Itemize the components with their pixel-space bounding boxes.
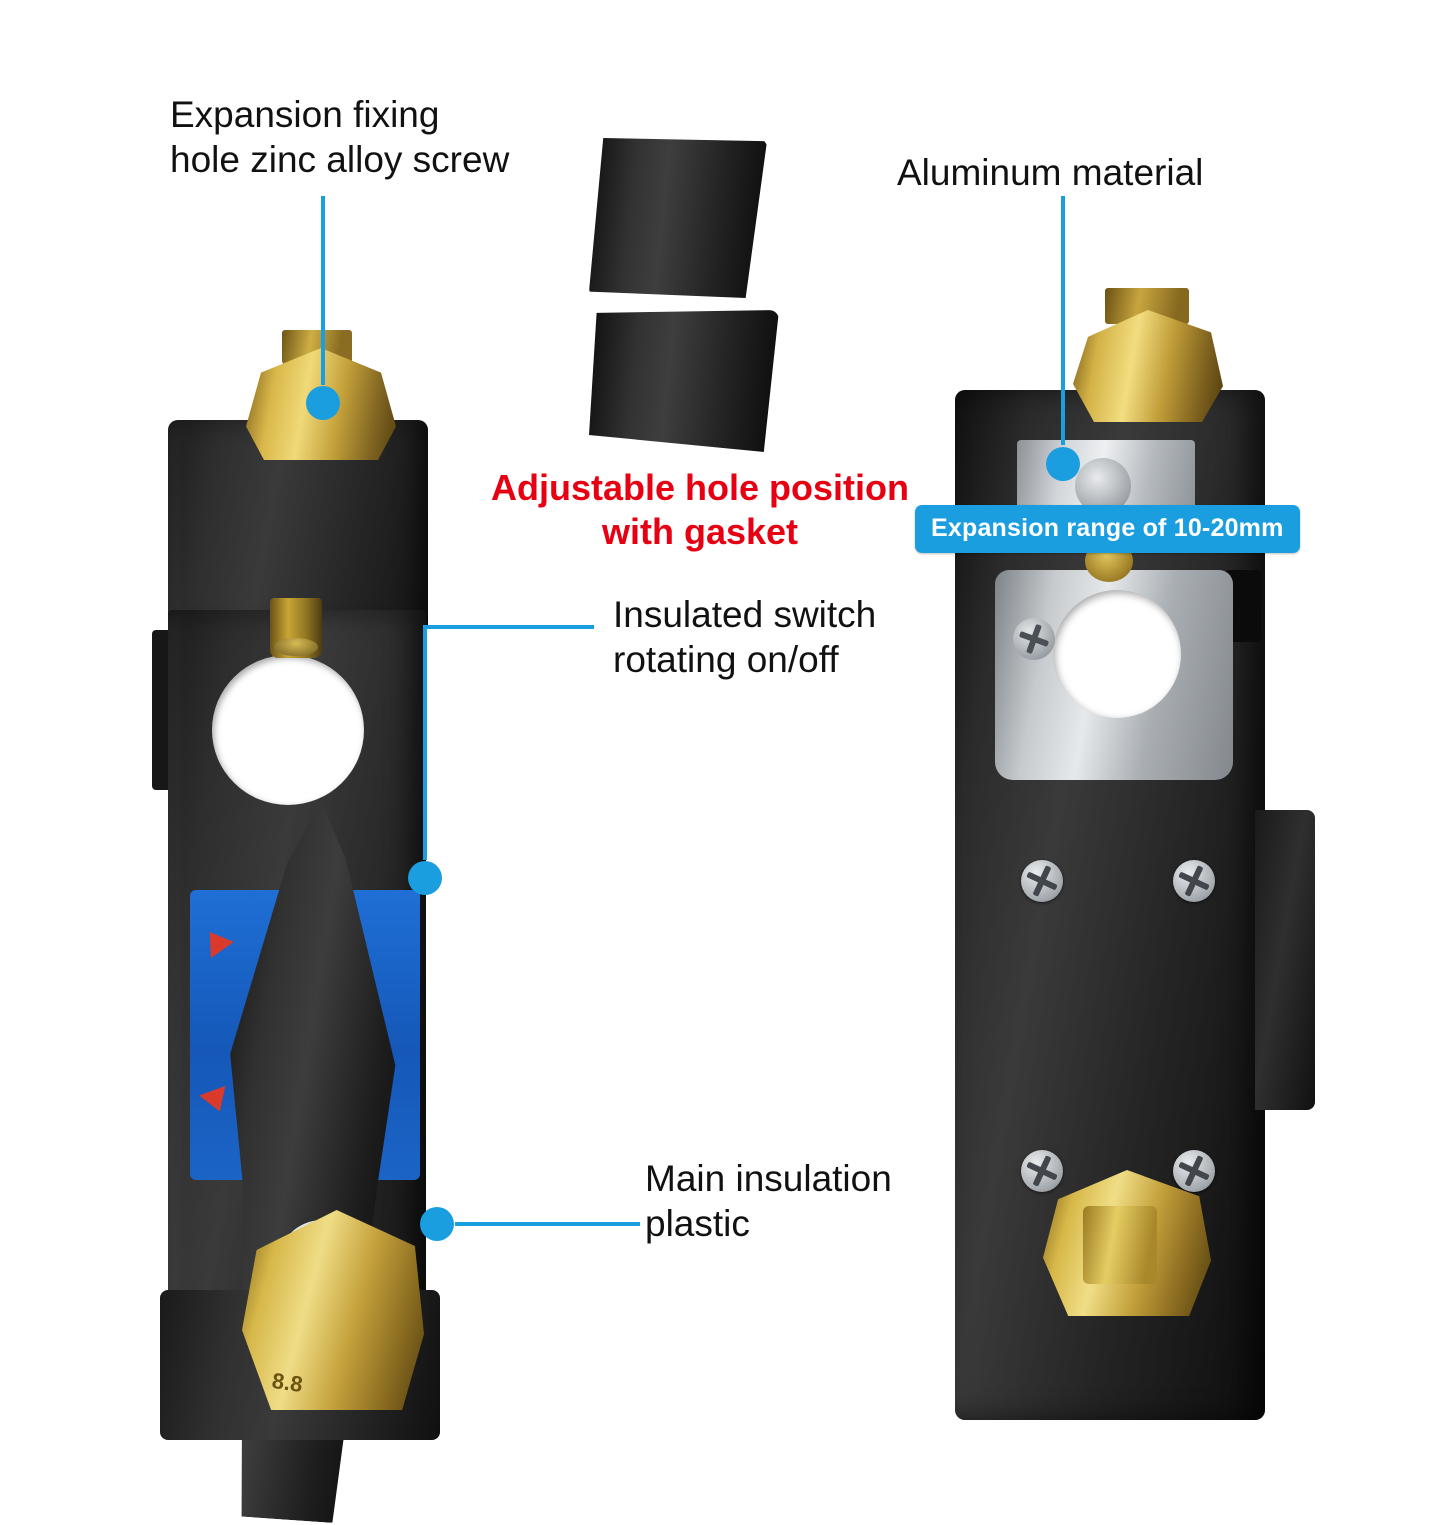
product-right-clamp: [925, 270, 1345, 1450]
right-screw-top-left: [1021, 860, 1063, 902]
right-top-brass-nut: [1073, 310, 1223, 422]
rubber-gasket-lower: [589, 310, 779, 452]
left-clamp-hole: [212, 655, 364, 805]
right-ring-phillips-screw: [1013, 618, 1055, 660]
right-side-tab: [1255, 810, 1315, 1110]
right-screw-bottom-right: [1173, 1150, 1215, 1192]
product-left-switch: 8.8: [150, 330, 460, 1450]
right-screw-bottom-left: [1021, 1150, 1063, 1192]
rubber-gasket-upper: [589, 138, 767, 298]
right-aluminum-top-hole: [1075, 458, 1131, 514]
left-bottom-brass-bolt: [242, 1210, 424, 1410]
right-screw-top-right: [1173, 860, 1215, 902]
expansion-range-badge: Expansion range of 10-20mm: [915, 505, 1300, 553]
left-inner-brass-screw: [270, 598, 322, 658]
right-bottom-bolt-face: [1083, 1206, 1157, 1284]
callout-adjustable-hole-position: Adjustable hole position with gasket: [490, 467, 909, 552]
callout-aluminum-material: Aluminum material: [897, 152, 1204, 193]
callout-expansion-fixing-hole: Expansion fixing hole zinc alloy screw: [170, 94, 510, 181]
callout-main-insulation-plastic: Main insulation plastic: [645, 1158, 892, 1245]
callout-insulated-switch: Insulated switch rotating on/off: [613, 594, 877, 681]
bolt-grade-marking: 8.8: [270, 1367, 305, 1398]
diagram-canvas: 8.8 Expansion fi: [0, 0, 1445, 1445]
right-terminal-hole: [1053, 590, 1181, 718]
left-top-brass-nut: [246, 348, 396, 460]
